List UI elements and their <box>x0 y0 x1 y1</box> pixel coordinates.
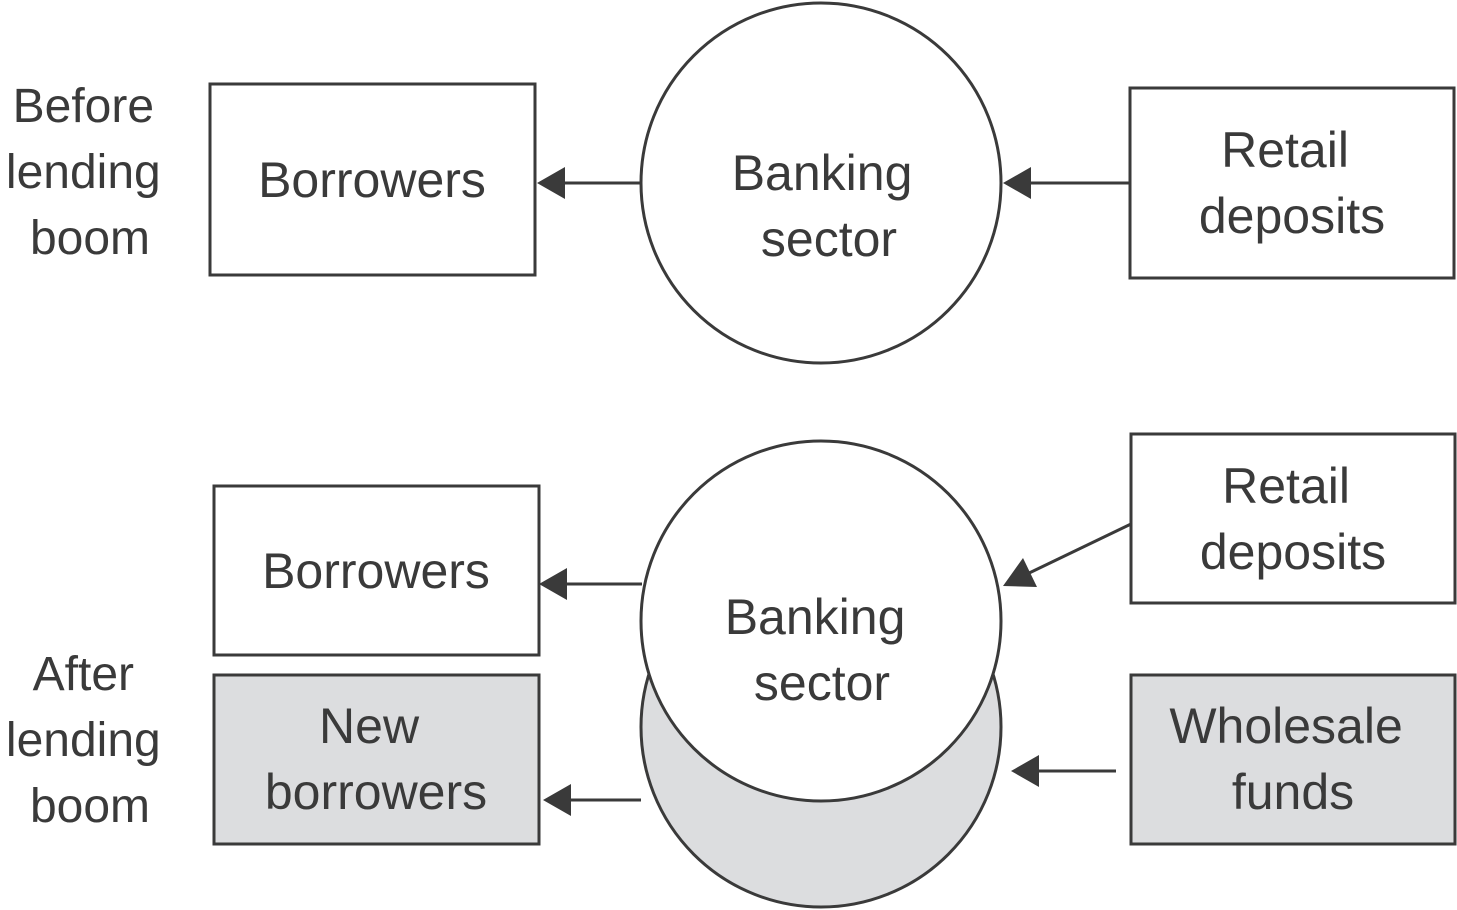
before-label-line: boom <box>30 212 150 265</box>
after-banking-sector-circle <box>639 439 1003 803</box>
arrow-bank-to-borrowers <box>537 167 642 199</box>
wholesale-funds-label: Wholesale funds <box>1169 698 1416 820</box>
new-borrowers-box <box>212 673 541 846</box>
after-label-line: After <box>33 648 134 701</box>
before-retail-deposits-line: deposits <box>1199 188 1385 244</box>
after-retail-deposits-label: Retail deposits <box>1200 458 1386 580</box>
after-retail-deposits-line: Retail <box>1222 458 1350 514</box>
after-label-line: boom <box>30 780 150 833</box>
arrow-retail-deposits-to-bank <box>1003 167 1130 199</box>
after-banking-sector-label: Banking sector <box>725 589 920 711</box>
before-section: Before lending boom Borrowers Banking se… <box>6 1 1456 365</box>
before-banking-sector-line: sector <box>761 211 897 267</box>
arrow-wholesale-funds-to-bank <box>1011 755 1116 787</box>
after-section: After lending boom Borrowers New borrowe… <box>6 432 1457 909</box>
before-retail-deposits-line: Retail <box>1221 122 1349 178</box>
wholesale-funds-line: funds <box>1232 764 1354 820</box>
after-label: After lending boom <box>6 648 174 833</box>
after-retail-deposits-box <box>1129 432 1457 605</box>
before-label-line: Before <box>13 80 154 133</box>
after-banking-sector-line: sector <box>754 655 890 711</box>
arrow-bank-to-after-borrowers <box>539 568 642 600</box>
before-label: Before lending boom <box>6 80 174 265</box>
arrow-bank-to-new-borrowers <box>543 784 641 816</box>
new-borrowers-label: New borrowers <box>265 698 487 820</box>
before-banking-sector-label: Banking sector <box>732 145 927 267</box>
wholesale-funds-line: Wholesale <box>1169 698 1402 754</box>
after-borrowers-label: Borrowers <box>262 543 490 599</box>
after-borrowers-box <box>212 484 541 657</box>
new-borrowers-line: New <box>319 698 420 754</box>
after-label-line: lending <box>6 714 161 767</box>
before-borrowers-label: Borrowers <box>258 152 486 208</box>
new-borrowers-line: borrowers <box>265 764 487 820</box>
before-label-line: lending <box>6 146 161 199</box>
after-banking-sector-line: Banking <box>725 589 906 645</box>
wholesale-funds-box <box>1129 673 1457 846</box>
arrow-after-retail-deposits-to-bank <box>1003 522 1132 587</box>
before-borrowers-box <box>208 82 537 277</box>
before-retail-deposits-label: Retail deposits <box>1199 122 1385 244</box>
before-banking-sector-line: Banking <box>732 145 913 201</box>
after-retail-deposits-line: deposits <box>1200 524 1386 580</box>
before-retail-deposits-box <box>1128 86 1456 280</box>
